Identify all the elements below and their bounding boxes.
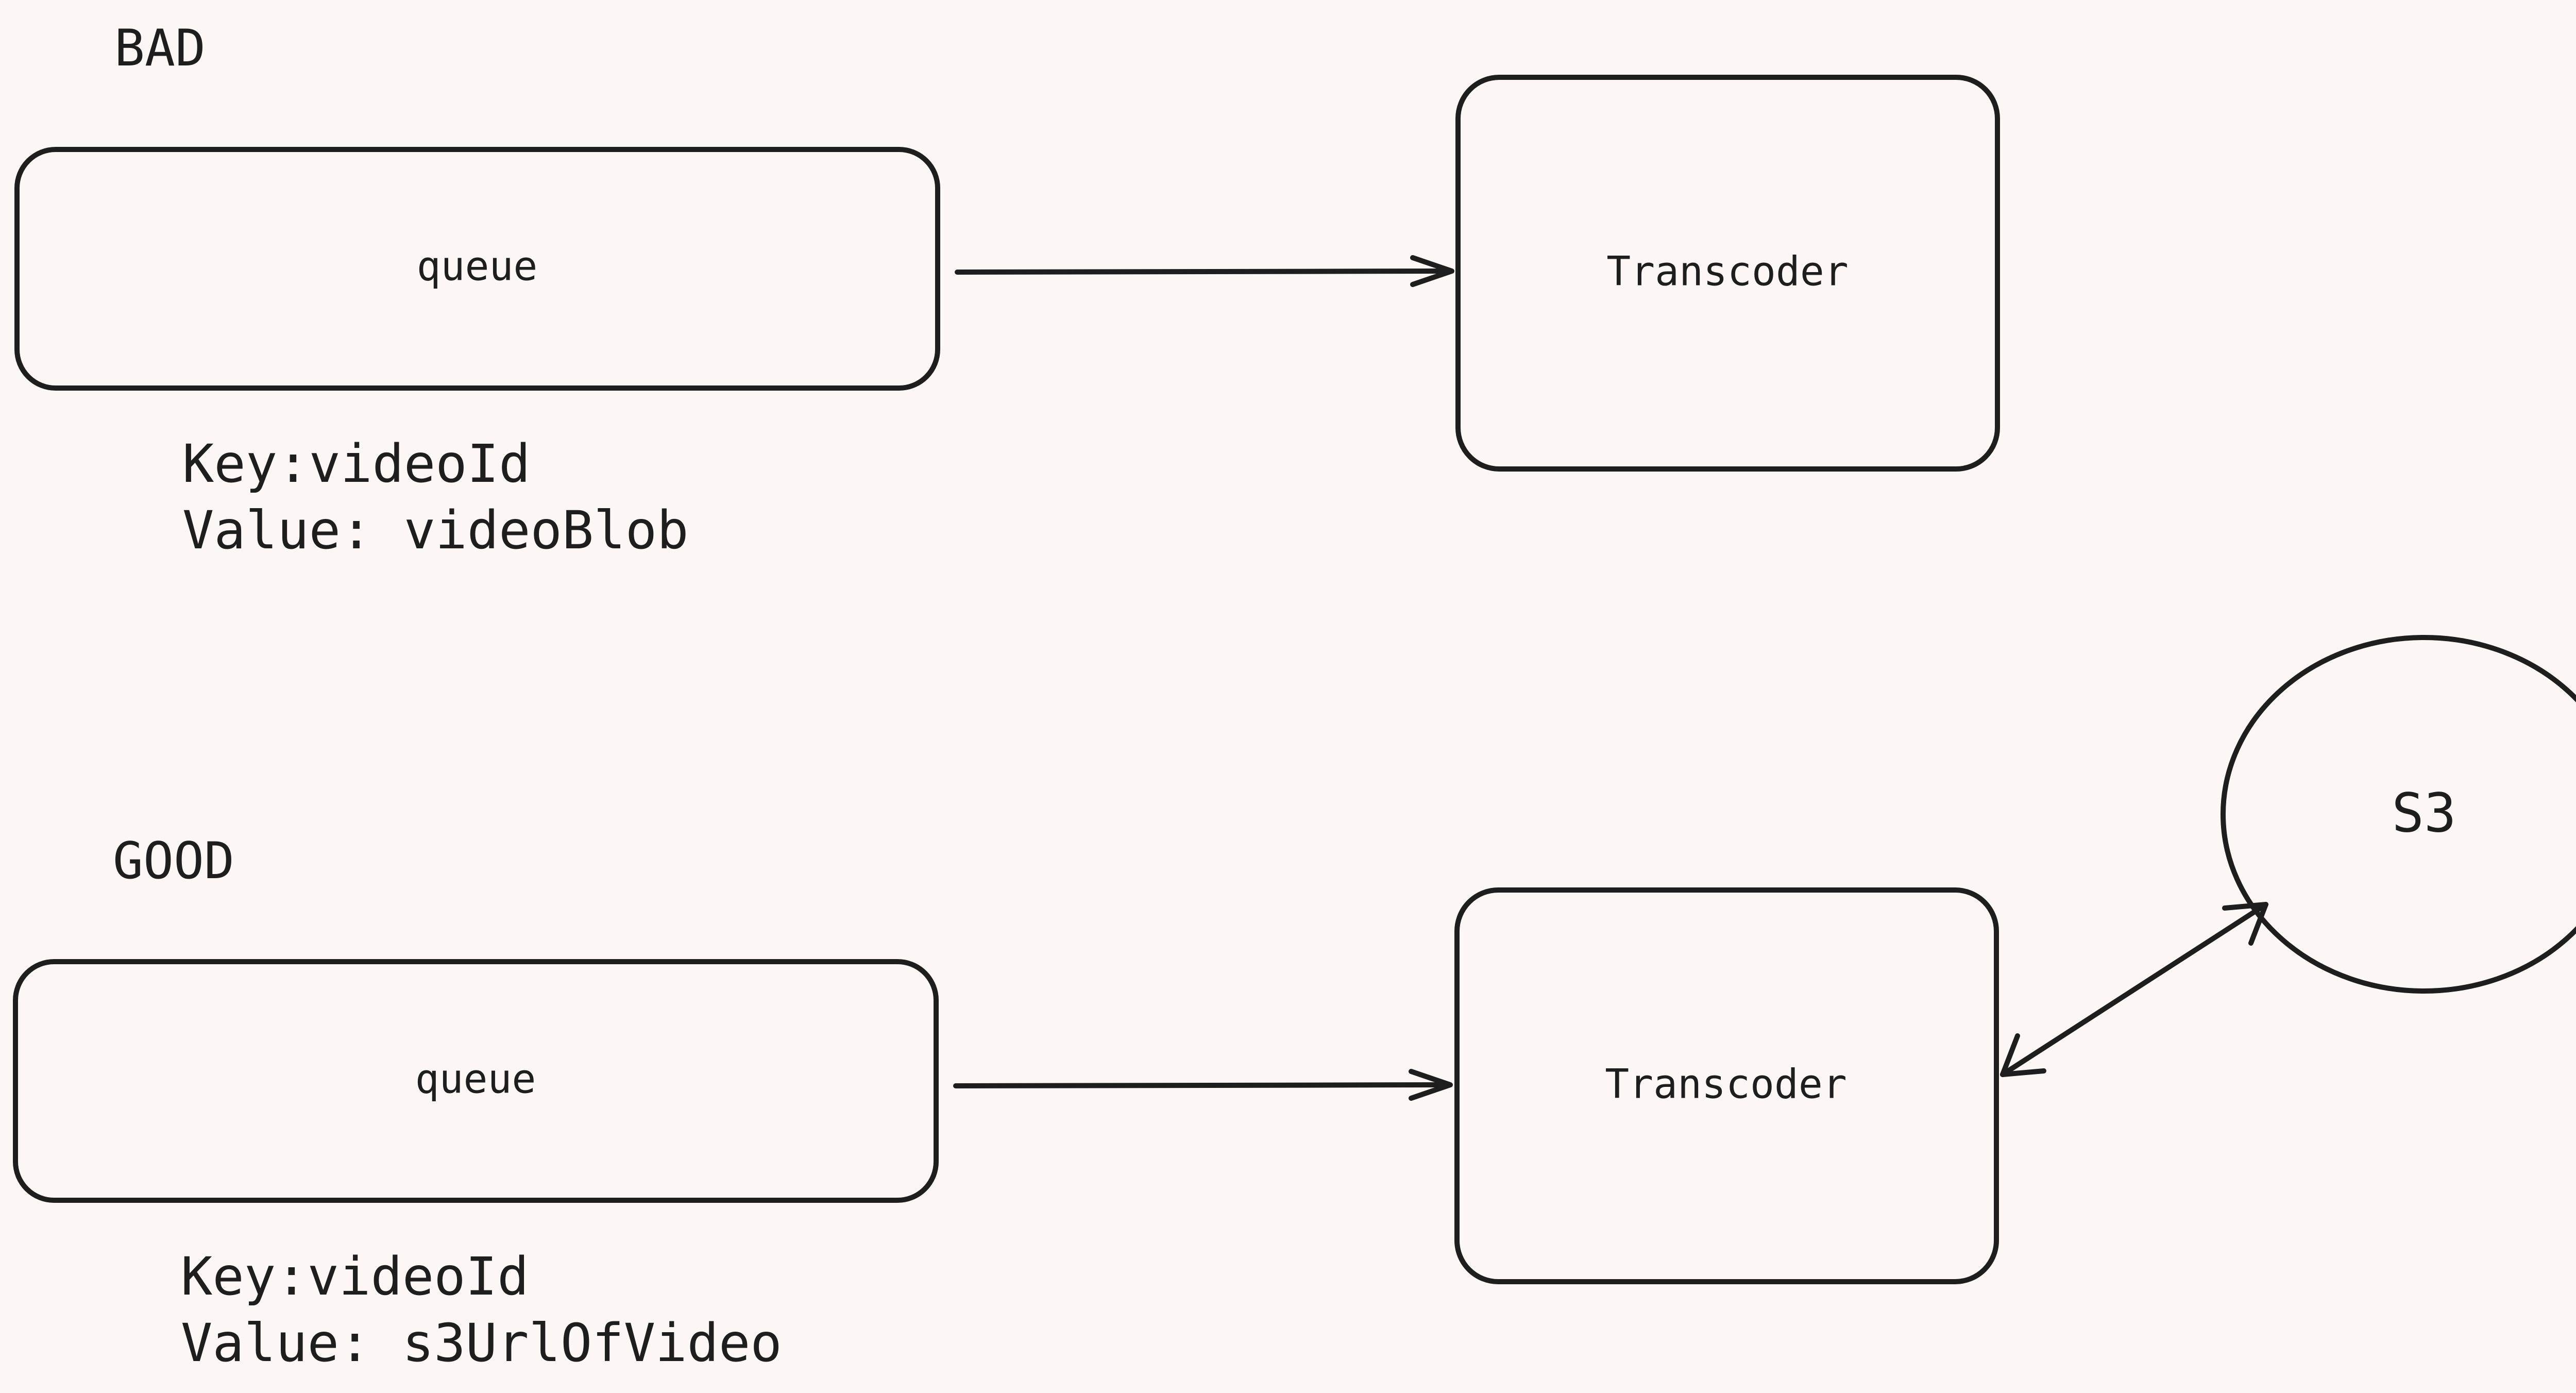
- bad-transcoder-box: [1455, 75, 2000, 472]
- bad-message-note: Key:videoId Value: videoBlob: [182, 433, 689, 561]
- bad-queue-to-transcoder-arrow: [955, 255, 1454, 287]
- good-section: GOOD queue Transcoder S3 Key:: [13, 635, 2576, 1374]
- good-message-note: Key:videoId Value: s3UrlOfVideo: [181, 1246, 782, 1374]
- bad-transcoder-label: Transcoder: [1606, 248, 1849, 295]
- s3-label: S3: [2392, 781, 2456, 844]
- good-heading: GOOD: [113, 832, 234, 891]
- good-queue-to-transcoder-arrow: [953, 1069, 1453, 1101]
- bad-queue-label: queue: [417, 243, 538, 290]
- bad-queue-box: [14, 147, 940, 391]
- good-transcoder-node: Transcoder: [1454, 887, 1999, 1284]
- bad-heading: BAD: [114, 19, 206, 78]
- bad-arrow-line: [955, 268, 1453, 275]
- bad-note-key: Key:videoId: [182, 433, 531, 495]
- good-note-value: Value: s3UrlOfVideo: [181, 1313, 782, 1374]
- s3-node: S3: [2221, 635, 2576, 994]
- good-arrow-head: [1409, 1069, 1453, 1101]
- transcoder-s3-bidirectional-arrow: [2000, 902, 2268, 1077]
- good-transcoder-box: [1454, 887, 1999, 1284]
- good-queue-node: queue: [13, 959, 939, 1203]
- bad-queue-node: queue: [14, 147, 940, 391]
- good-transcoder-label: Transcoder: [1605, 1061, 1847, 1107]
- bad-arrow-head: [1410, 255, 1454, 287]
- s3-arrow-head-s3: [2222, 902, 2268, 946]
- bad-transcoder-node: Transcoder: [1455, 75, 2000, 472]
- s3-arrow-head-transcoder: [2000, 1033, 2046, 1077]
- good-arrow-line: [953, 1082, 1451, 1088]
- s3-ellipse: [2221, 635, 2576, 994]
- s3-arrow-line: [2000, 902, 2268, 1077]
- bad-section: BAD queue Transcoder Key:videoId Value: …: [14, 19, 2000, 561]
- good-note-key: Key:videoId: [181, 1246, 529, 1307]
- good-queue-box: [13, 959, 939, 1203]
- good-queue-label: queue: [415, 1056, 536, 1102]
- bad-note-value: Value: videoBlob: [182, 500, 689, 561]
